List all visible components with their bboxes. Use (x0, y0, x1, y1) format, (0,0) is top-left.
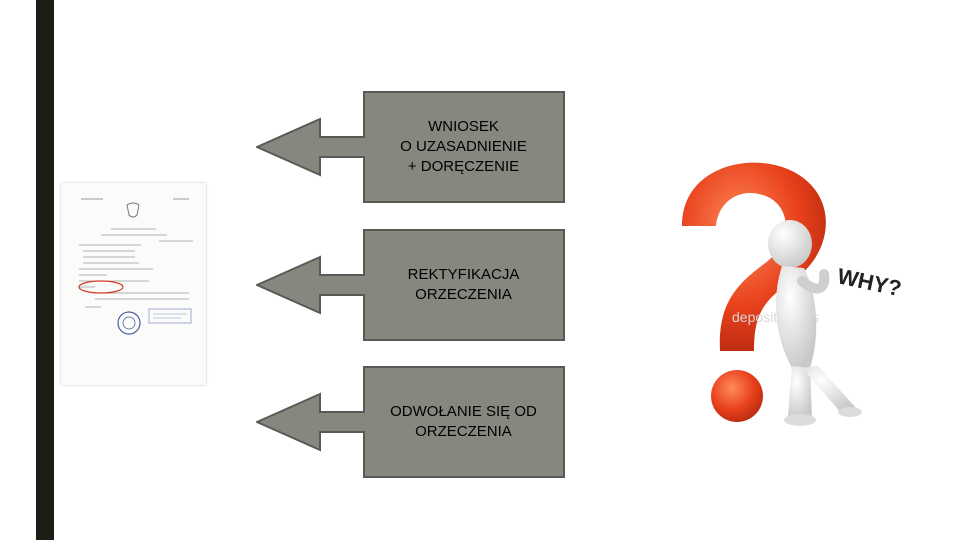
arrow-box-3: ODWOŁANIE SIĘ OD ORZECZENIA (256, 366, 566, 478)
left-arrow-shape-1 (256, 91, 565, 203)
left-accent-bar (36, 0, 54, 540)
document-scan-graphic (61, 183, 206, 385)
arrow-label-3: ODWOŁANIE SIĘ OD ORZECZENIA (390, 403, 537, 440)
document-scan-image (61, 183, 206, 385)
arrow-box-2: REKTYFIKACJA ORZECZENIA (256, 229, 566, 341)
question-mark-figure-graphic: depositphotos WHY? (682, 162, 904, 426)
left-arrow-shape-3 (256, 366, 565, 478)
why-text: WHY? (835, 263, 904, 301)
why-question-illustration: depositphotos WHY? (642, 146, 943, 447)
left-arrow-shape-2 (256, 229, 565, 341)
arrow-label-1: WNIOSEK O UZASADNIENIE + DORĘCZENIE (400, 118, 527, 175)
arrow-label-2: REKTYFIKACJA ORZECZENIA (407, 266, 520, 303)
arrow-box-1: WNIOSEK O UZASADNIENIE + DORĘCZENIE (256, 91, 566, 203)
